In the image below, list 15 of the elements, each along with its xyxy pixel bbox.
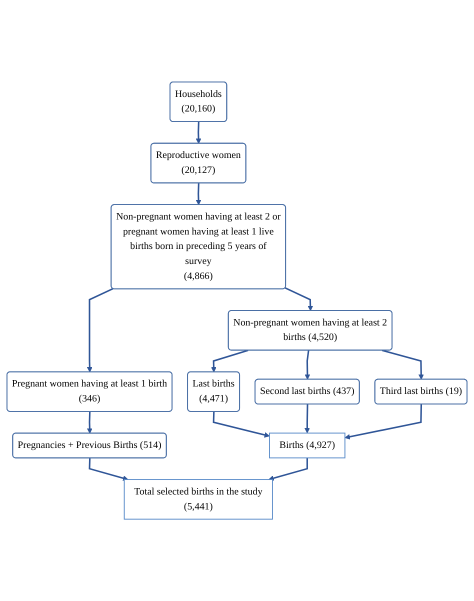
node-box: Total selected births in the study (5,441) bbox=[124, 479, 273, 520]
arrow bbox=[86, 288, 114, 372]
arrow bbox=[86, 412, 92, 434]
arrow bbox=[196, 122, 202, 144]
arrow bbox=[284, 287, 314, 311]
arrow bbox=[344, 404, 422, 440]
arrow bbox=[196, 183, 202, 206]
arrow bbox=[212, 412, 270, 438]
node-box: Births (4,927) bbox=[269, 432, 346, 458]
arrow bbox=[304, 350, 310, 380]
arrow bbox=[268, 458, 308, 481]
arrow bbox=[211, 350, 248, 372]
arrow bbox=[382, 350, 424, 380]
arrow bbox=[88, 458, 128, 481]
arrow bbox=[304, 404, 310, 434]
